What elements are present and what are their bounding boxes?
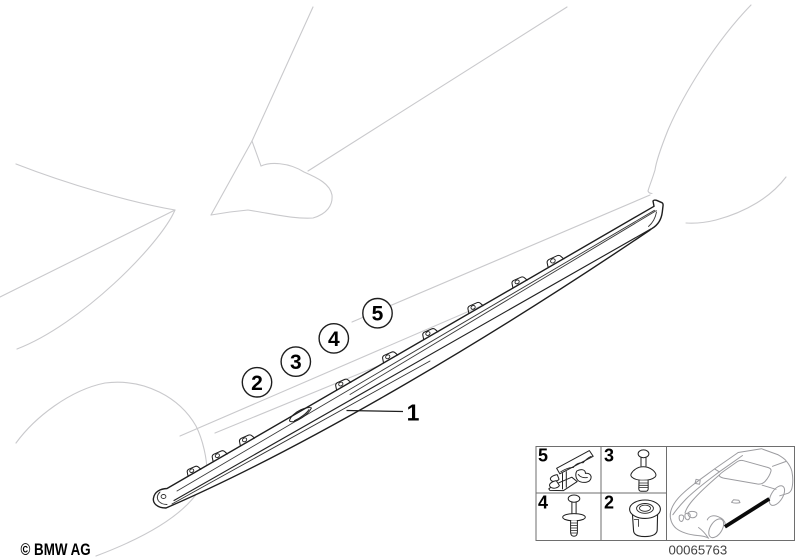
svg-text:5: 5	[538, 446, 548, 466]
svg-text:00065763: 00065763	[669, 543, 728, 558]
svg-text:3: 3	[290, 351, 302, 374]
svg-text:4: 4	[538, 493, 548, 513]
svg-text:© BMW AG: © BMW AG	[21, 542, 91, 559]
svg-text:4: 4	[328, 328, 340, 351]
svg-text:2: 2	[604, 493, 614, 513]
svg-text:2: 2	[251, 372, 263, 395]
svg-text:3: 3	[604, 446, 614, 466]
svg-text:1: 1	[407, 400, 420, 426]
svg-text:5: 5	[372, 303, 384, 326]
